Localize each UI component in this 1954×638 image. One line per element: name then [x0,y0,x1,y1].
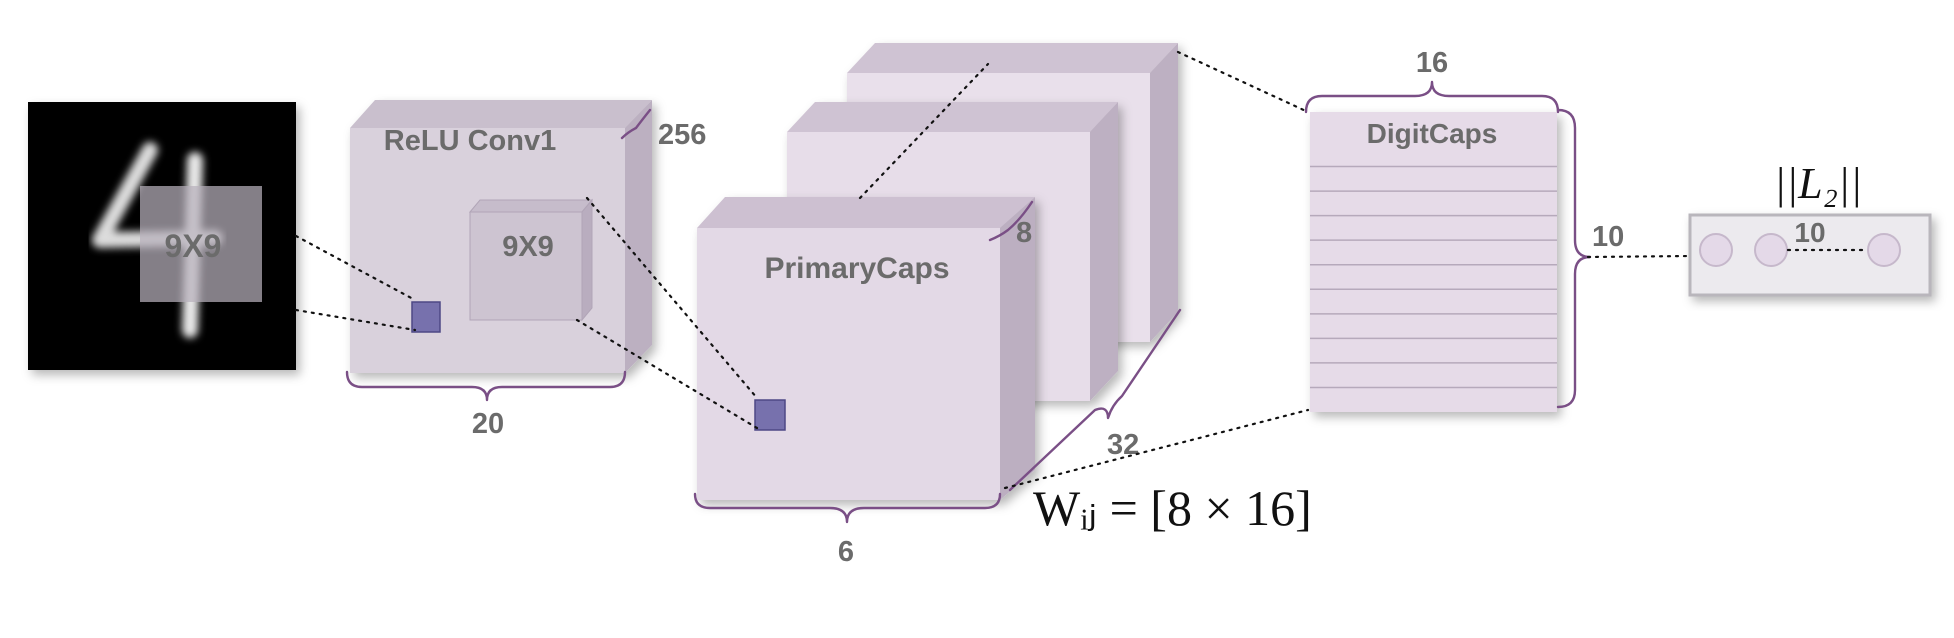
output-count-label: 10 [1794,217,1825,248]
conv1-width-brace [345,370,627,402]
conv1-side-face [625,100,652,373]
conv1-kernel-label: 9X9 [502,231,554,263]
digitcaps-height-brace [1556,108,1592,409]
conv1-depth-brace [620,108,652,140]
conv1-top-face [350,100,652,128]
conv1-kernel-cube [468,198,594,322]
primarycaps-width-brace [693,492,1002,524]
input-kernel-label: 9X9 [165,228,222,264]
digitcaps-block [1310,112,1557,412]
output-node [1754,233,1788,267]
input-image: 9X9 [28,102,296,370]
digitcaps-width-label: 16 [1416,47,1448,79]
primarycaps-stack-brace [1008,308,1182,492]
primarycaps-stack-label: 32 [1107,429,1139,461]
input-receptive-field [140,186,262,302]
digitcaps-row-lines [1310,165,1557,389]
output-node [1699,233,1733,267]
primarycaps-depth-label: 8 [1016,217,1032,249]
conv1-depth-label: 256 [658,119,706,151]
conv1-title: ReLU Conv1 [384,125,556,157]
conv1-width-label: 20 [472,408,504,440]
connector-lines [294,50,1870,490]
digitcaps-title: DigitCaps [1367,118,1498,149]
primarycaps-width-label: 6 [838,536,854,568]
primarycaps-block-front [697,197,1035,500]
primarycaps-title: PrimaryCaps [764,252,949,285]
output-norm-label: ||L₂|| [1774,159,1862,208]
output-node [1867,233,1901,267]
primarycaps-unit-cube [754,399,786,431]
digitcaps-height-label: 10 [1592,221,1624,253]
digitcaps-width-brace [1304,80,1560,114]
primarycaps-depth-brace [988,200,1034,242]
weights-label: Wᵢⱼ = [8 × 16] [1033,480,1312,536]
conv1-unit-cube [411,301,441,333]
